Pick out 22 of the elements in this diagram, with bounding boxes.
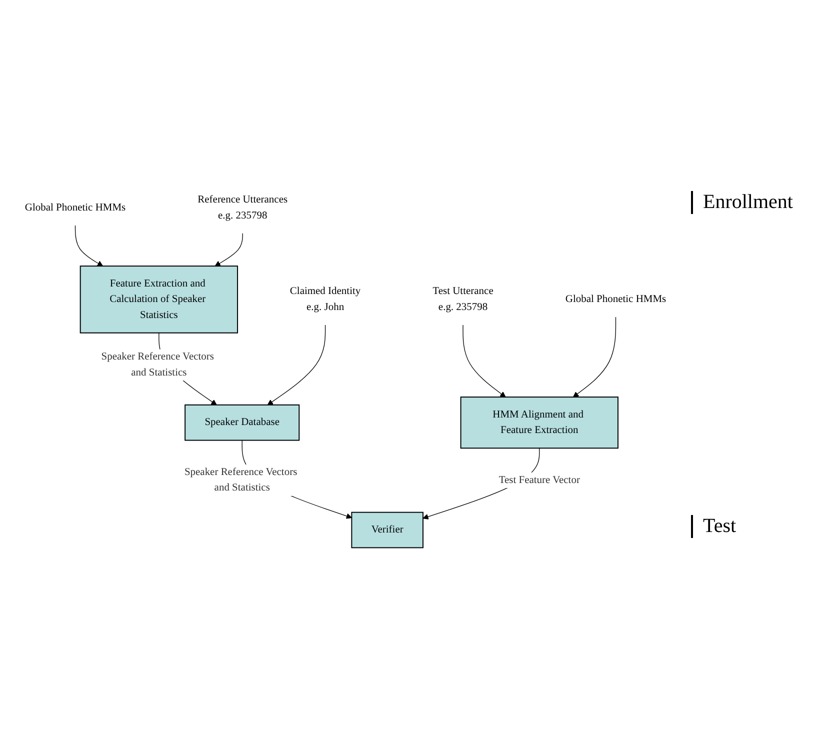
arrow: [572, 316, 616, 397]
node-label: e.g. John: [306, 300, 344, 312]
node-text: Test Utterance: [432, 285, 494, 296]
node-text: Claimed Identity: [290, 285, 361, 296]
arrow: [462, 324, 506, 397]
node-box: Speaker Database: [184, 404, 300, 440]
arrow: [267, 324, 326, 405]
node-box: Feature Extraction and Calculation of Speaker Statistics: [80, 265, 238, 333]
node-text: Reference Utterances: [198, 194, 288, 205]
edge-label: Speaker Reference Vectors and Statistics: [101, 350, 214, 378]
node-text: Global Phonetic HMMs: [24, 201, 126, 213]
edge-label: Speaker Reference Vectors and Statistics: [184, 466, 298, 493]
edge-label: Test Feature Vector: [498, 474, 580, 486]
arrow: [74, 224, 104, 266]
arrow: [214, 232, 243, 266]
section-label: Test: [691, 515, 821, 538]
section-label: Enrollment: [691, 190, 821, 214]
node-label: e.g. 235798: [438, 300, 488, 312]
node-text: Global Phonetic HMMs: [565, 293, 666, 304]
node-label: e.g. 235798: [218, 209, 268, 220]
node-box: HMM Alignment and Feature Extraction: [460, 396, 618, 448]
node-box: Verifier: [351, 511, 424, 548]
